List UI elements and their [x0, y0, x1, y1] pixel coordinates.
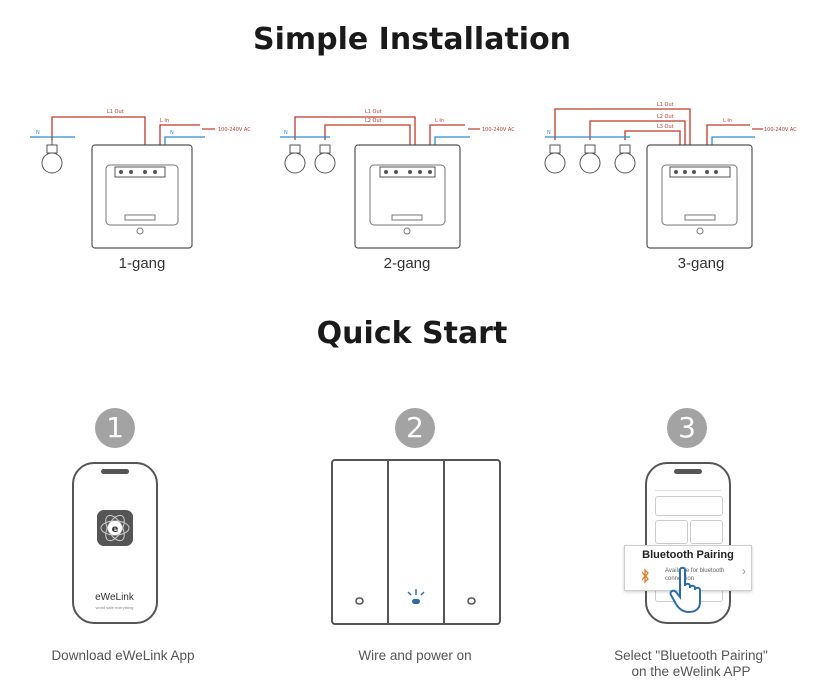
- bluetooth-icon: [641, 568, 649, 584]
- hand-pointer-icon: [669, 566, 701, 614]
- l2-out-label: L2 Out: [657, 114, 674, 120]
- wiring-diagram-3-gang: L1 Out L2 Out L3 Out L In N 100-240V AC: [544, 102, 797, 249]
- l1-out-label: L1 Out: [657, 102, 674, 108]
- step-2-caption: Wire and power on: [358, 648, 472, 663]
- led-indicator-icon: [407, 589, 425, 604]
- l-in-label: L In: [723, 118, 732, 124]
- n-label: N: [284, 130, 288, 136]
- installation-title: Simple Installation: [252, 22, 572, 57]
- led-indicator-icon: [355, 597, 364, 605]
- bulb-icon: [41, 137, 63, 174]
- bulb-icon: [544, 144, 566, 174]
- ac-label: 100-240V AC: [482, 127, 515, 133]
- bulb-icon: [314, 144, 336, 174]
- ewelink-logo-icon: e: [97, 510, 133, 546]
- gang-label-1: 1-gang: [118, 255, 166, 272]
- step-2-number: 2: [395, 408, 435, 448]
- bulb-icon: [284, 144, 306, 174]
- phone-ewelink: e eWeLink world safe everything: [72, 462, 158, 624]
- popup-title: Bluetooth Pairing: [642, 549, 734, 561]
- switch-module-icon: [646, 144, 753, 249]
- wiring-diagram-2-gang: L1 Out L2 Out L In N 100-240V AC: [280, 109, 515, 249]
- step-1-number: 1: [95, 408, 135, 448]
- l3-out-label: L3 Out: [657, 124, 674, 130]
- step-3-caption: Select "Bluetooth Pairing" on the eWelin…: [576, 648, 806, 680]
- l1-out-label: L1 Out: [107, 109, 124, 115]
- app-tagline: world safe everything: [95, 605, 134, 610]
- switch-panel-3-gang: [331, 459, 501, 625]
- ac-label: 100-240V AC: [218, 127, 251, 133]
- led-indicator-icon: [467, 597, 476, 605]
- wiring-diagram-1-gang: L1 Out L In N N 100-240V AC: [30, 109, 251, 249]
- l-in-label: L In: [435, 118, 444, 124]
- bulb-icon: [579, 144, 601, 174]
- n-label: N: [36, 130, 40, 136]
- step-3-number: 3: [667, 408, 707, 448]
- l-in-label: L In: [160, 118, 169, 124]
- n-label: N: [547, 130, 551, 136]
- step-1-caption: Download eWeLink App: [51, 648, 195, 663]
- quickstart-title: Quick Start: [316, 316, 508, 351]
- chevron-right-icon: ›: [742, 564, 746, 578]
- n-label-right: N: [170, 130, 174, 136]
- gang-label-2: 2-gang: [383, 255, 431, 272]
- ac-label: 100-240V AC: [764, 127, 797, 133]
- switch-module-icon: [91, 144, 193, 249]
- l1-out-label: L1 Out: [365, 109, 382, 115]
- gang-label-3: 3-gang: [677, 255, 725, 272]
- svg-text:e: e: [112, 524, 119, 535]
- switch-module-icon: [354, 144, 461, 249]
- l2-out-label: L2 Out: [365, 118, 382, 124]
- step-3-caption-line2: on the eWelink APP: [631, 664, 751, 679]
- step-3-caption-line1: Select "Bluetooth Pairing": [614, 648, 768, 663]
- app-name: eWeLink: [95, 592, 134, 603]
- bulb-icon: [614, 144, 636, 174]
